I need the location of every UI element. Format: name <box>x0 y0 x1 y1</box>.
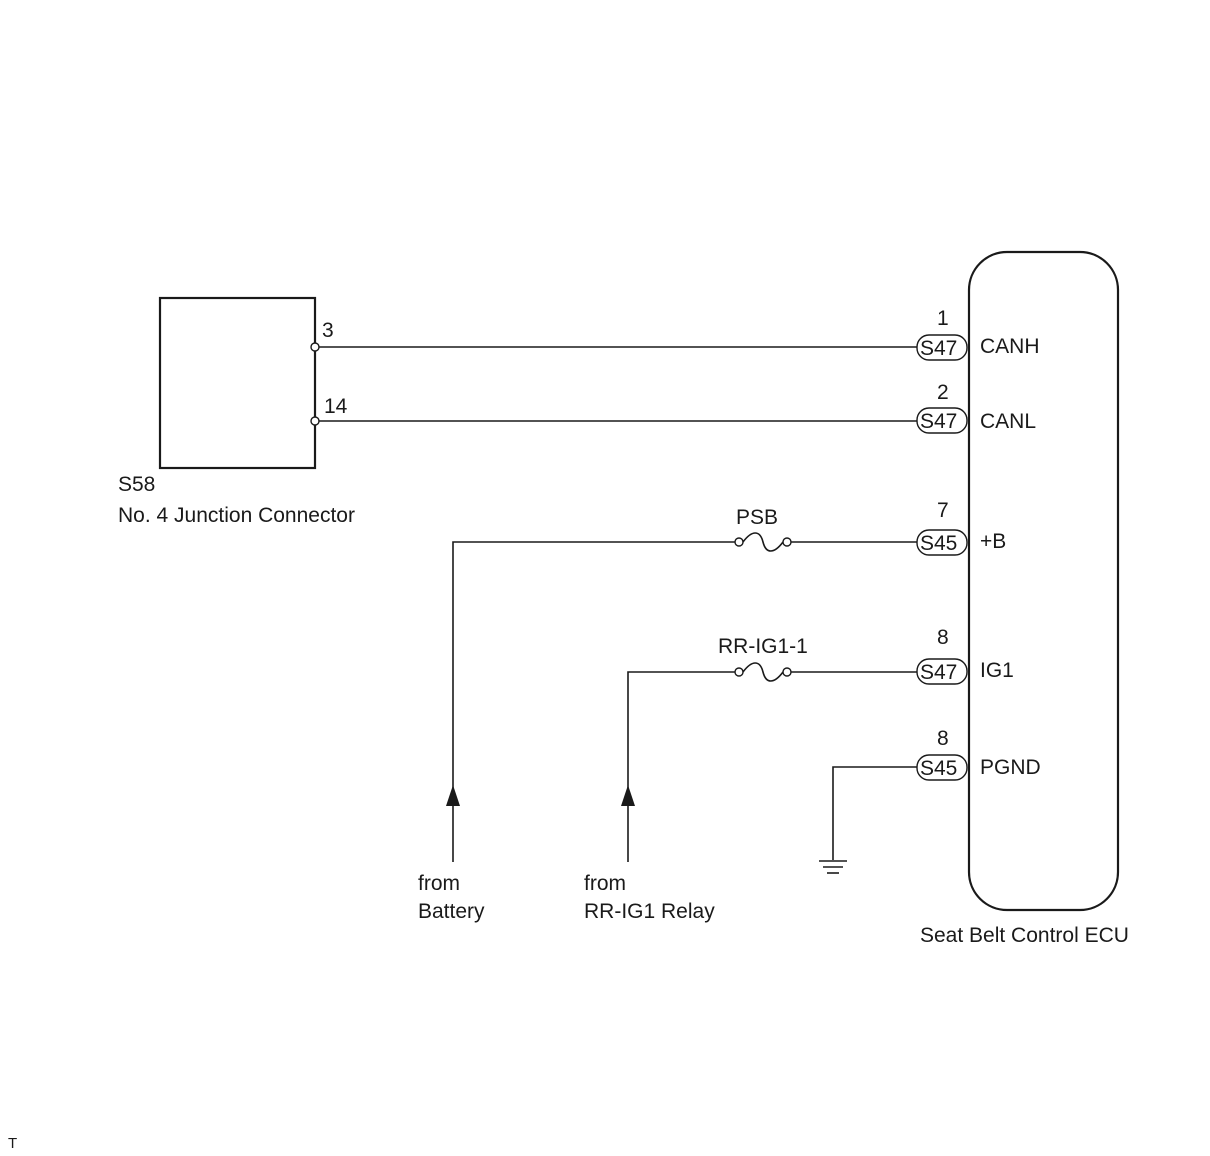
ecu-terminal-ig1: S47 8 IG1 <box>916 626 1014 685</box>
wire-canh <box>310 342 917 352</box>
connector-oval <box>916 334 968 361</box>
wire-canl <box>310 416 917 426</box>
ecu: Seat Belt Control ECU <box>920 250 1129 947</box>
battery-arrow-icon <box>446 785 460 806</box>
connector-code: S47 <box>920 410 957 433</box>
connector-oval <box>916 529 968 556</box>
ecu-box <box>967 250 1120 912</box>
ecu-name: Seat Belt Control ECU <box>920 924 1129 947</box>
connector-code: S47 <box>920 337 957 360</box>
junction-pin-3-label: 3 <box>322 319 334 342</box>
fuse-psb-label: PSB <box>736 506 778 529</box>
terminal-pin-number: 2 <box>937 381 949 404</box>
terminal-pin-number: 1 <box>937 307 949 330</box>
junction-connector-code: S58 <box>118 473 155 496</box>
connector-oval <box>916 754 968 781</box>
wire-pgnd-line <box>832 766 917 860</box>
connector-code: S47 <box>920 661 957 684</box>
terminal-pin-number: 8 <box>937 626 949 649</box>
junction-pin-3-terminal <box>310 342 320 352</box>
ecu-terminal-canl: S47 2 CANL <box>916 381 1036 434</box>
fuse-psb-symbol <box>734 532 792 552</box>
wire-plus-b-left <box>452 541 735 862</box>
junction-connector: S58 No. 4 Junction Connector 3 14 <box>118 296 355 527</box>
fuse-rr-ig1-label: RR-IG1-1 <box>718 635 808 658</box>
connector-code: S45 <box>920 532 957 555</box>
terminal-pin-number: 8 <box>937 727 949 750</box>
connector-oval <box>916 407 968 434</box>
terminal-signal: CANH <box>980 335 1040 358</box>
terminal-pin-number: 7 <box>937 499 949 522</box>
ecu-terminal-pgnd: S45 8 PGND <box>916 727 1041 781</box>
ecu-terminal-canh: S47 1 CANH <box>916 307 1040 361</box>
wire-ig1-left <box>627 671 735 862</box>
junction-connector-name: No. 4 Junction Connector <box>118 504 355 527</box>
wire-ig1: RR-IG1-1 from RR-IG1 Relay <box>584 635 917 923</box>
ground-icon <box>819 860 847 874</box>
ecu-terminal-plus-b: S45 7 +B <box>916 499 1006 556</box>
relay-arrow-icon <box>621 785 635 806</box>
terminal-signal: CANL <box>980 410 1036 433</box>
wire-pgnd <box>819 766 917 874</box>
terminal-signal: PGND <box>980 756 1041 779</box>
connector-oval <box>916 658 968 685</box>
relay-source-line1: from <box>584 872 626 895</box>
junction-pin-14-terminal <box>310 416 320 426</box>
fuse-rr-ig1-symbol <box>734 662 792 682</box>
battery-source-line1: from <box>418 872 460 895</box>
corner-mark: T <box>8 1135 17 1152</box>
junction-connector-box <box>158 296 317 470</box>
terminal-signal: +B <box>980 530 1006 553</box>
terminal-signal: IG1 <box>980 659 1014 682</box>
junction-pin-14-label: 14 <box>324 395 348 418</box>
battery-source-line2: Battery <box>418 900 485 923</box>
wire-plus-b: PSB from Battery <box>418 506 917 923</box>
relay-source-line2: RR-IG1 Relay <box>584 900 715 923</box>
connector-code: S45 <box>920 757 957 780</box>
